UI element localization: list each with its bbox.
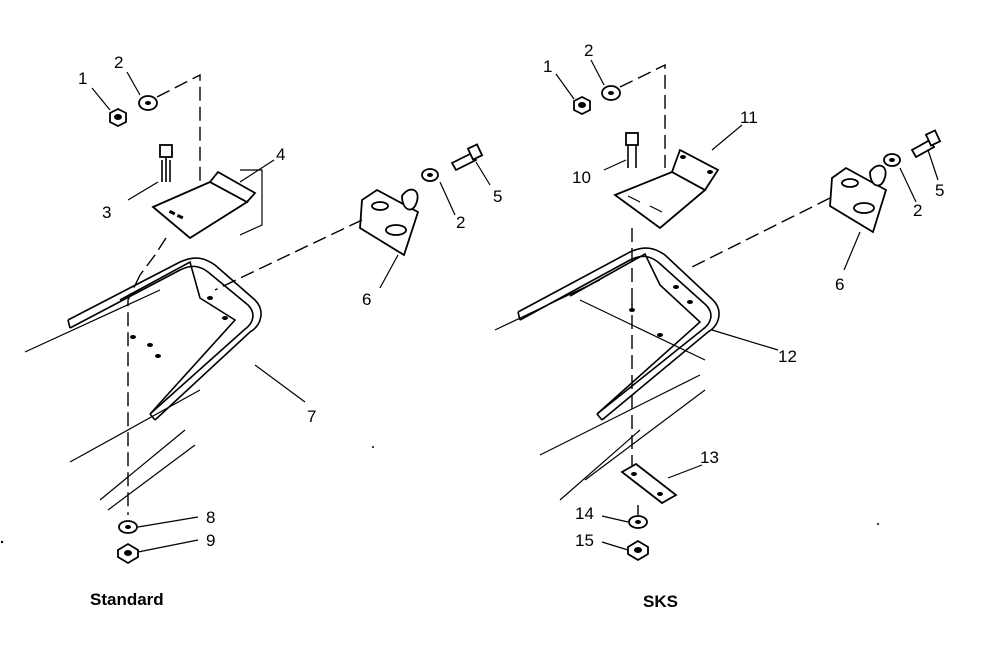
- callout-2: 2: [456, 213, 465, 232]
- callout-4: 4: [276, 145, 285, 164]
- callout-14: 14: [575, 504, 594, 523]
- hex-nut-part: [109, 107, 127, 128]
- callout-5: 5: [493, 187, 502, 206]
- callout-2: 2: [913, 201, 922, 220]
- hex-nut-part: [117, 542, 139, 565]
- callout-10: 10: [572, 168, 591, 187]
- caption-sks: SKS: [643, 592, 678, 611]
- callout-12: 12: [778, 347, 797, 366]
- callout-2: 2: [584, 41, 593, 60]
- callout-9: 9: [206, 531, 215, 550]
- washer-part: [118, 520, 138, 534]
- bolt-part: [910, 129, 942, 159]
- callout-5: 5: [935, 181, 944, 200]
- bolt-part: [625, 132, 639, 168]
- callout-8: 8: [206, 508, 215, 527]
- standard-assembly: 1 2 3 4 2 5 6 7 8 9 Standard: [24, 53, 502, 609]
- bracket-part: [613, 148, 720, 230]
- frame-tube-part: [517, 247, 720, 421]
- bracket-part: [151, 169, 263, 240]
- callout-6: 6: [362, 290, 371, 309]
- washer-part: [883, 153, 901, 167]
- callout-6: 6: [835, 275, 844, 294]
- callout-15: 15: [575, 531, 594, 550]
- callout-3: 3: [102, 203, 111, 222]
- washer-part: [628, 515, 648, 529]
- caption-standard: Standard: [90, 590, 164, 609]
- strap-plate-part: [620, 462, 678, 505]
- callout-1: 1: [78, 69, 87, 88]
- bolt-part: [450, 143, 484, 172]
- callout-7: 7: [307, 407, 316, 426]
- callout-2: 2: [114, 53, 123, 72]
- washer-part: [601, 85, 621, 101]
- sks-assembly: 1 2 11 10 5 2 6 12 13 14 15 SKS: [494, 41, 944, 611]
- hitch-plate-part: [829, 164, 888, 234]
- callout-11: 11: [740, 108, 758, 127]
- bolt-part: [159, 144, 173, 182]
- hex-nut-part: [627, 539, 649, 562]
- hitch-plate-part: [359, 188, 420, 257]
- callout-1: 1: [543, 57, 552, 76]
- hex-nut-part: [573, 95, 591, 116]
- callout-13: 13: [700, 448, 719, 467]
- washer-part: [421, 168, 439, 182]
- frame-tube-part: [67, 257, 262, 421]
- washer-part: [138, 95, 158, 111]
